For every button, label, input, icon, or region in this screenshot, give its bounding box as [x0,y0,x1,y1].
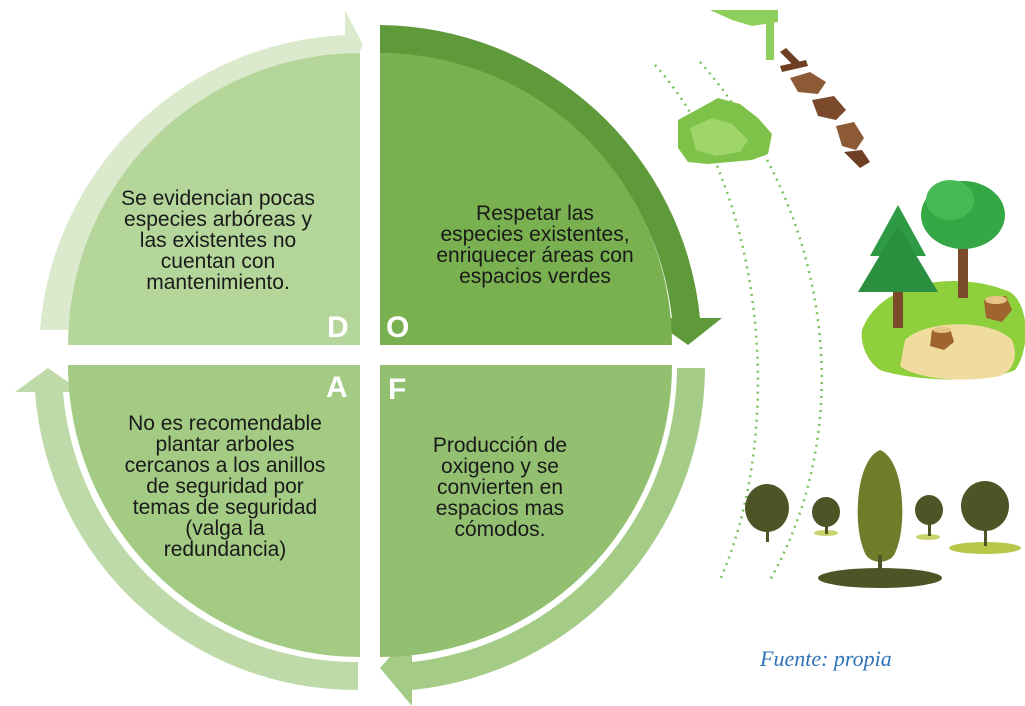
quadrant-a-letter: A [326,371,348,404]
forest-island-icon [858,180,1025,380]
quadrant-o-letter: O [386,311,410,344]
quadrant-f-letter: F [388,373,407,406]
map-icon [678,10,778,164]
tree-row-icon [745,450,1021,588]
quadrant-d [68,53,360,345]
quadrant-o-text: Respetar las especies existentes, enriqu… [436,202,634,288]
quadrant-o [380,53,672,345]
quadrant-f-text: Producción de oxigeno y se convierten en… [432,434,568,541]
quadrant-d-text: Se evidencian pocas especies arbóreas y … [121,187,315,294]
quadrant-f [380,365,672,657]
arrow-bottom-left [15,368,358,691]
source-caption: Fuente: propia [760,646,892,671]
deforestation-icon [766,12,870,168]
arrow-bottom-right [380,368,705,706]
quadrant-d-letter: D [327,311,349,344]
quadrant-a-text: No es recomendable plantar arboles cerca… [124,412,326,561]
quadrant-a [68,365,360,657]
arrow-top-right [380,25,722,345]
